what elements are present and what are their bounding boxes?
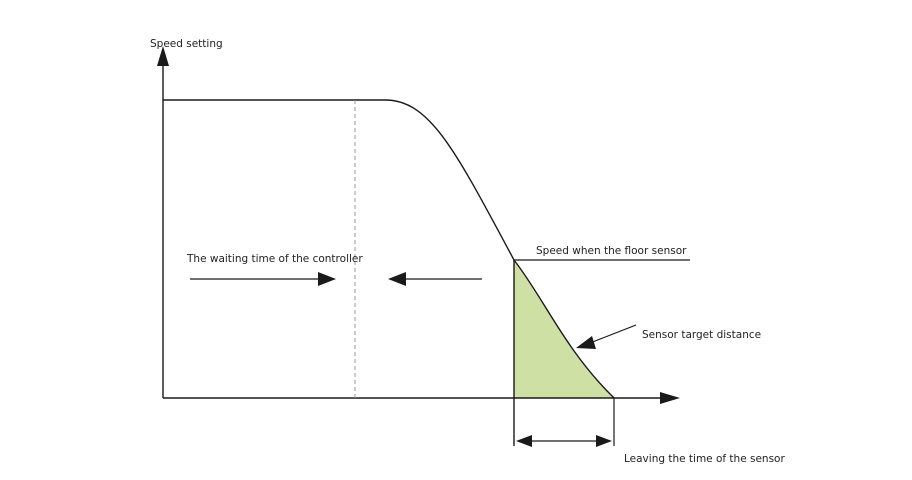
waiting-arrowhead-left: [388, 272, 406, 286]
x-axis-arrowhead: [660, 392, 680, 404]
sensor-distance-label: Sensor target distance: [642, 329, 761, 341]
leaving-time-label: Leaving the time of the sensor: [624, 453, 785, 465]
sensor-distance-pointer: [589, 324, 637, 344]
speed-curve: [163, 99, 615, 399]
sensor-distance-pointer-head: [576, 336, 596, 349]
sensor-distance-area: [514, 260, 614, 398]
y-axis-arrowhead: [157, 46, 169, 66]
y-axis-label: Speed setting: [150, 38, 223, 50]
leaving-arrowhead-right: [596, 435, 612, 447]
waiting-arrowhead-right: [318, 272, 336, 286]
floor-speed-label: Speed when the floor sensor: [536, 245, 687, 257]
waiting-time-label: The waiting time of the controller: [186, 253, 363, 265]
leaving-arrowhead-left: [516, 435, 532, 447]
